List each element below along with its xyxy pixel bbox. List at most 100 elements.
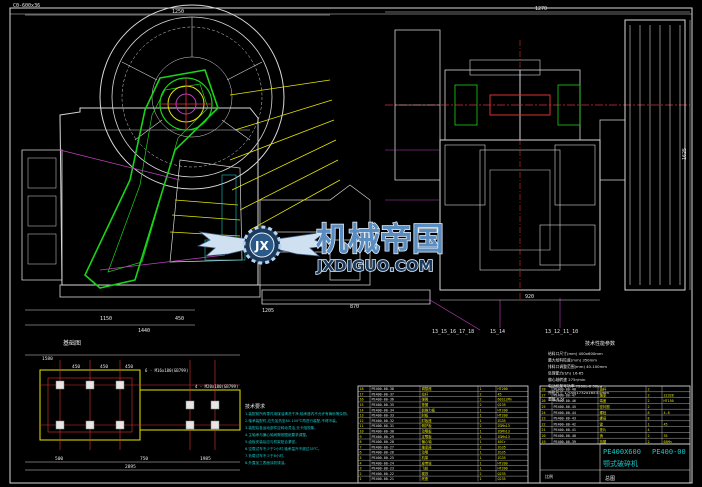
bom-cell: 24 xyxy=(542,411,546,415)
bom-cell: HT150 xyxy=(664,399,674,403)
bom-cell: 弹簧 xyxy=(422,397,429,402)
bom-cell: 1 xyxy=(480,451,482,455)
bom-cell: PE400-00-38 xyxy=(372,387,394,391)
bom-cell: 20 xyxy=(542,434,546,438)
spec-line: 处理能力(t/h) 16-65 xyxy=(548,371,584,376)
bom-cell: 楔铁 xyxy=(422,471,429,476)
bom-cell: ZGMn13 xyxy=(498,430,510,434)
bom-cell: 轴承 xyxy=(600,392,607,397)
bom-cell: 侧护板 xyxy=(422,423,433,428)
bom-cell: Q235 xyxy=(498,477,506,481)
title-sheet-code: PE400-00 xyxy=(652,448,686,456)
bom-cell: 3 xyxy=(360,467,362,471)
bom-cell: 1 xyxy=(480,477,482,481)
bom-cell: Q235 xyxy=(498,403,506,407)
bom-cell: 2 xyxy=(480,472,482,476)
bom-cell: 28 xyxy=(542,388,546,392)
bom-cell: ZG35 xyxy=(498,451,506,455)
bom-cell: 1 xyxy=(480,467,482,471)
bom-cell: PE400-00-23 xyxy=(372,467,394,471)
bom-cell: 4.8 xyxy=(664,411,670,415)
bom-cell: 垫圈 xyxy=(422,402,429,407)
bom-cell: 25 xyxy=(542,405,546,409)
bom-cell: 15 xyxy=(360,403,364,407)
bom-cell: 2 xyxy=(648,434,650,438)
bom-cell: 8 xyxy=(648,417,650,421)
watermark: JX 机械帝国 JXDIGUO.COM xyxy=(196,219,445,276)
bom-cell: 10 xyxy=(360,430,364,434)
bom-cell: 1 xyxy=(480,387,482,391)
dim-bottom-left-2: 1440 xyxy=(138,328,150,334)
bom-cell: 45 xyxy=(498,392,502,396)
bom-cell: 2 xyxy=(648,388,650,392)
bom-cell: PE400-00-32 xyxy=(372,419,394,423)
bom-cell: 1 xyxy=(360,477,362,481)
bom-cell: 9 xyxy=(360,435,362,439)
bom-cell: 2 xyxy=(480,403,482,407)
part-callout-3: 13_12_11_10 xyxy=(545,329,578,335)
bom-cell: 4 xyxy=(360,461,362,465)
bom-cell: PE400-00-42 xyxy=(554,422,576,426)
overall-width-left: 1250 xyxy=(172,9,184,15)
bom-cell: PE400-00-48 xyxy=(554,388,576,392)
bom-cell: ZG35 xyxy=(498,445,506,449)
watermark-latin: JXDIGUO.COM xyxy=(316,257,433,275)
bom-cell: 27 xyxy=(542,393,546,397)
bom-cell: 2 xyxy=(648,440,650,444)
tech-requirements: 技术要求 1.装配前所有零件用煤油清洗干净,轴承座内不允许有铸砂等杂物。 2.轴… xyxy=(245,403,350,465)
spec-line: 排料口调整范围(mm) 40-100mm xyxy=(548,364,607,369)
requirement-line-6: 6.空载试车不少于2小时,轴承温升不超过35℃。 xyxy=(245,446,322,451)
requirement-line-3: 3.装配后各运动部件应转动灵活,无卡阻现象。 xyxy=(245,425,318,430)
bom-cell: 机架 xyxy=(422,455,429,460)
bom-cell: 肘板座 xyxy=(422,418,433,423)
bom-cell: 1 xyxy=(480,414,482,418)
bom-cell: 2 xyxy=(480,424,482,428)
bom-cell: 端盖 xyxy=(600,398,607,403)
bom-cell: 40Cr xyxy=(498,440,506,444)
bom-cell: 动颚 xyxy=(422,450,429,455)
bom-cell: PE400-00-22 xyxy=(372,472,394,476)
spec-line: 重量 6.5t xyxy=(548,397,565,402)
spec-line: 最大给料粒度(mm) 350mm xyxy=(548,358,597,363)
frame-body xyxy=(59,107,259,286)
spec-line: 偏心轴转速 275r/min xyxy=(548,377,586,382)
bom-cell: 23 xyxy=(542,417,546,421)
fp-dim-top-4: 450 xyxy=(125,364,133,370)
watermark-chinese: 机械帝国 xyxy=(316,220,444,258)
requirement-line-7: 7.负载试车不少于8小时。 xyxy=(245,453,287,458)
bom-cell: HT200 xyxy=(498,408,508,412)
dim-bottom-mid-1: 1205 xyxy=(262,308,274,314)
fp-dim-overall: 2895 xyxy=(125,464,136,470)
bom-cell: PE400-00-33 xyxy=(372,414,394,418)
bom-cell: 12 xyxy=(360,419,364,423)
bom-cell: 14 xyxy=(360,408,364,412)
dim-right-height: 1625 xyxy=(682,148,688,160)
bom-cell: 1 xyxy=(480,408,482,412)
bom-cell: 定颚板 xyxy=(422,434,433,439)
bom-cell: 前推力板 xyxy=(422,407,436,412)
bom-cell: 动颚板 xyxy=(422,429,433,434)
fp-dim-bottom-2: 750 xyxy=(140,456,148,462)
foundation-title: 基础图 xyxy=(63,339,81,347)
bom-cell: 65Mn xyxy=(664,440,672,444)
bom-cell: 8 xyxy=(648,411,650,415)
bom-cell: ZGMn13 xyxy=(498,435,510,439)
bom-cell: ZG35 xyxy=(498,419,506,423)
part-callout-2: 15_14 xyxy=(490,329,505,335)
bom-cell: 2 xyxy=(648,405,650,409)
bom-cell: 21 xyxy=(542,428,546,432)
fp-bolt-note-2: 4 - M20x180(GB799) xyxy=(195,384,238,389)
bom-cell: 35 xyxy=(664,434,668,438)
foundation-plan: 基础图 1580 450 450 xyxy=(25,339,241,471)
dim-bottom-mid-2: 870 xyxy=(350,304,359,310)
watermark-emblem-letters: JX xyxy=(254,239,269,253)
bom-cell: 2 xyxy=(360,472,362,476)
bom-cell: PE400-00-37 xyxy=(372,392,394,396)
bom-cell: 45 xyxy=(664,422,668,426)
bom-cell: 1 xyxy=(480,461,482,465)
bom-cell: HT200 xyxy=(498,414,508,418)
bom-cell: 19 xyxy=(542,440,546,444)
